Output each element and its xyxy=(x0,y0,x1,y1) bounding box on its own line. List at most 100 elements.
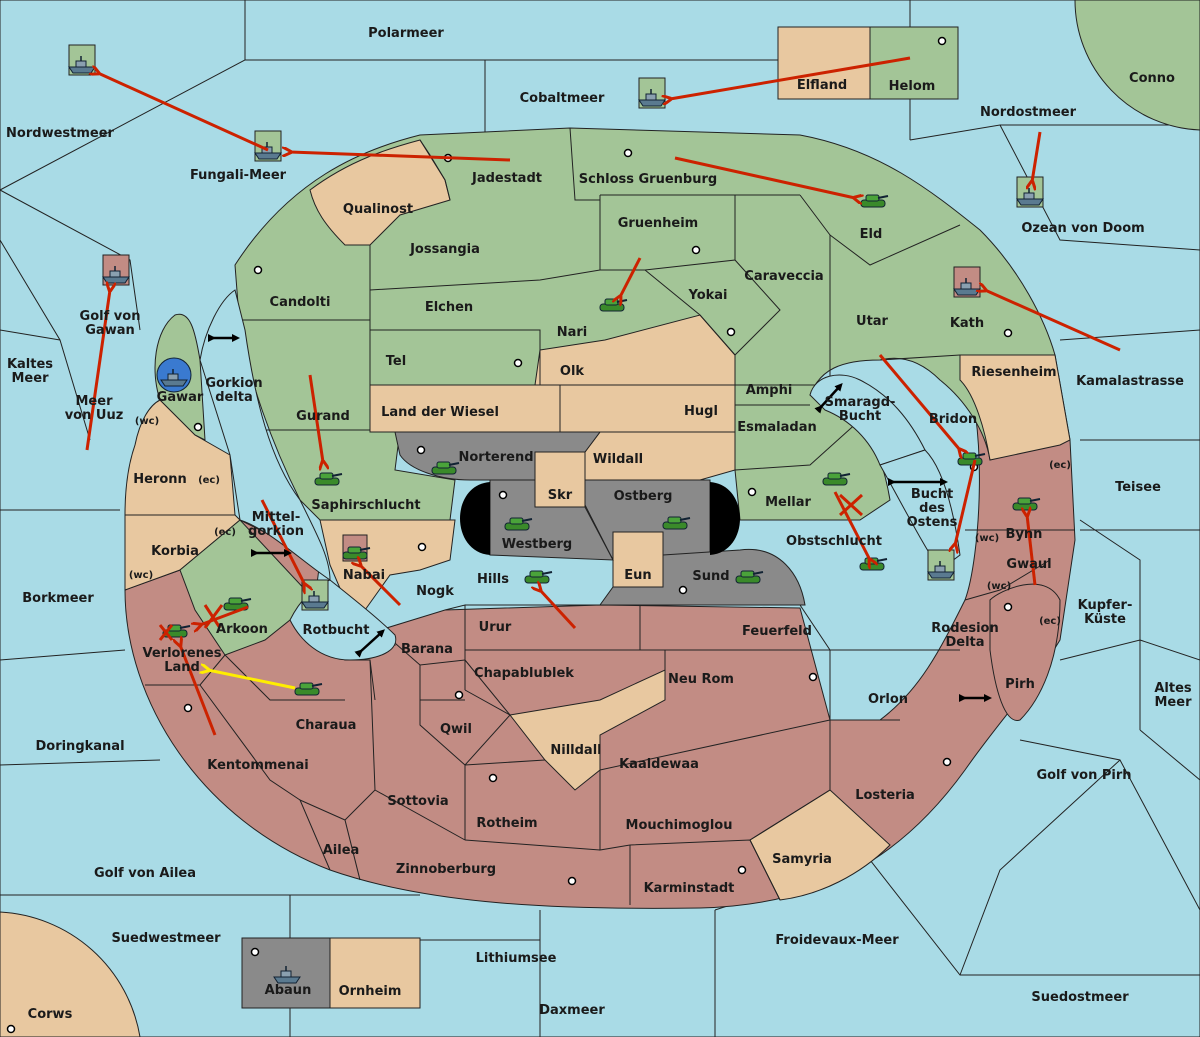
label-helom: Helom xyxy=(889,79,936,94)
label-elchen: Elchen xyxy=(425,300,473,315)
army-unit xyxy=(859,557,888,571)
coast-tag-bynn-wc: (wc) xyxy=(975,533,999,544)
label-doringkanal: Doringkanal xyxy=(35,739,124,754)
coast-tag-gwaul-ec: (ec) xyxy=(1039,616,1061,627)
label-nordwestmeer: Nordwestmeer xyxy=(6,126,114,141)
label-qwil: Qwil xyxy=(440,722,472,737)
label-eld: Eld xyxy=(860,227,883,242)
order-arrows xyxy=(85,56,1121,736)
army-unit xyxy=(524,570,553,584)
label-heronn: Heronn xyxy=(133,472,187,487)
label-caraveccia: Caraveccia xyxy=(744,269,823,284)
label-ailea: Ailea xyxy=(323,843,360,858)
label-bynn: Bynn xyxy=(1006,527,1043,542)
label-fungali-meer: Fungali-Meer xyxy=(190,168,287,183)
region-heronn[interactable] xyxy=(124,399,236,516)
label-yokai: Yokai xyxy=(687,288,727,303)
label-abaun: Abaun xyxy=(265,983,312,998)
label-corws: Corws xyxy=(28,1007,73,1022)
fleet-unit xyxy=(927,549,955,581)
label-qualinost: Qualinost xyxy=(343,202,413,217)
label-samyria: Samyria xyxy=(772,852,832,867)
label-westberg: Westberg xyxy=(502,537,572,552)
label-smaragd-bucht: Smaragd-Bucht xyxy=(825,395,896,424)
label-nilldall: Nilldall xyxy=(550,743,601,758)
label-skr: Skr xyxy=(548,488,573,503)
coast-tags: (wc) (ec) (ec) (wc) (ec) (wc) (wc) (ec) xyxy=(129,416,1071,627)
label-golf-von-pirh: Golf von Pirh xyxy=(1036,768,1131,783)
label-borkmeer: Borkmeer xyxy=(22,591,94,606)
label-lithiumsee: Lithiumsee xyxy=(476,951,557,966)
coast-tag-bynn-ec: (ec) xyxy=(1049,460,1071,471)
label-bridon: Bridon xyxy=(929,412,977,427)
label-ornheim: Ornheim xyxy=(339,984,402,999)
label-gwaul: Gwaul xyxy=(1006,557,1051,572)
label-saphirschlucht: Saphirschlucht xyxy=(311,498,420,513)
fleet-unit xyxy=(1016,176,1044,208)
region-samyria[interactable] xyxy=(749,789,891,901)
label-obstschlucht: Obstschlucht xyxy=(786,534,882,549)
label-orlon: Orlon xyxy=(868,692,908,707)
label-mouchimoglou: Mouchimoglou xyxy=(626,818,733,833)
label-eun: Eun xyxy=(624,568,651,583)
region-pirh[interactable] xyxy=(989,583,1061,721)
label-nordostmeer: Nordostmeer xyxy=(980,105,1077,120)
label-gurand: Gurand xyxy=(296,409,350,424)
sea-labels: Polarmeer Cobaltmeer Conno Nordostmeer O… xyxy=(6,26,1192,1022)
label-ozean-von-doom: Ozean von Doom xyxy=(1021,221,1144,236)
label-froidevaux-meer: Froidevaux-Meer xyxy=(775,933,899,948)
label-schloss-gruenburg: Schloss Gruenburg xyxy=(579,172,717,187)
label-candolti: Candolti xyxy=(270,295,331,310)
label-neu-rom: Neu Rom xyxy=(668,672,734,687)
label-nari: Nari xyxy=(557,325,588,340)
label-sottovia: Sottovia xyxy=(387,794,448,809)
label-norterend: Norterend xyxy=(458,450,533,465)
label-riesenheim: Riesenheim xyxy=(971,365,1056,380)
label-nogk: Nogk xyxy=(416,584,454,599)
label-teisee: Teisee xyxy=(1115,480,1161,495)
label-daxmeer: Daxmeer xyxy=(539,1003,605,1018)
label-land-der-wiesel: Land der Wiesel xyxy=(381,405,499,420)
label-polarmeer: Polarmeer xyxy=(368,26,444,41)
region-ornheim[interactable] xyxy=(329,937,421,1009)
label-amphi: Amphi xyxy=(746,383,793,398)
label-conno: Conno xyxy=(1129,71,1175,86)
strait-black xyxy=(460,482,740,555)
fleet-unit xyxy=(638,77,666,109)
label-utar: Utar xyxy=(856,314,889,329)
label-feuerfeld: Feuerfeld xyxy=(742,624,812,639)
region-elfland[interactable] xyxy=(777,26,871,100)
label-mittelgorkion: Mittel-gorkion xyxy=(248,510,304,539)
label-esmaladan: Esmaladan xyxy=(737,420,817,435)
label-chapablublek: Chapablublek xyxy=(474,666,574,681)
label-rotbucht: Rotbucht xyxy=(303,623,370,638)
label-gruenheim: Gruenheim xyxy=(618,216,698,231)
region-nilldall[interactable] xyxy=(509,669,666,791)
label-charaua: Charaua xyxy=(296,718,357,733)
coast-tag-gwaul-wc: (wc) xyxy=(987,581,1011,592)
label-suedostmeer: Suedostmeer xyxy=(1031,990,1129,1005)
label-sund: Sund xyxy=(692,569,729,584)
label-karminstadt: Karminstadt xyxy=(644,881,735,896)
label-kath: Kath xyxy=(950,316,984,331)
adjacency-arrows xyxy=(208,334,992,702)
coast-tag-heronn-ec: (ec) xyxy=(198,475,220,486)
label-gawar: Gawar xyxy=(157,390,204,405)
coast-tag-gawar-wc: (wc) xyxy=(135,416,159,427)
region-riesenheim[interactable] xyxy=(959,354,1071,461)
label-elfland: Elfland xyxy=(797,78,847,93)
label-olk: Olk xyxy=(560,364,585,379)
label-jadestadt: Jadestadt xyxy=(471,171,542,186)
label-korbia: Korbia xyxy=(151,544,199,559)
label-ostberg: Ostberg xyxy=(614,489,673,504)
fleet-unit xyxy=(156,357,192,393)
label-tel: Tel xyxy=(386,354,406,369)
label-kupferkueste: Kupfer-Küste xyxy=(1078,598,1133,627)
